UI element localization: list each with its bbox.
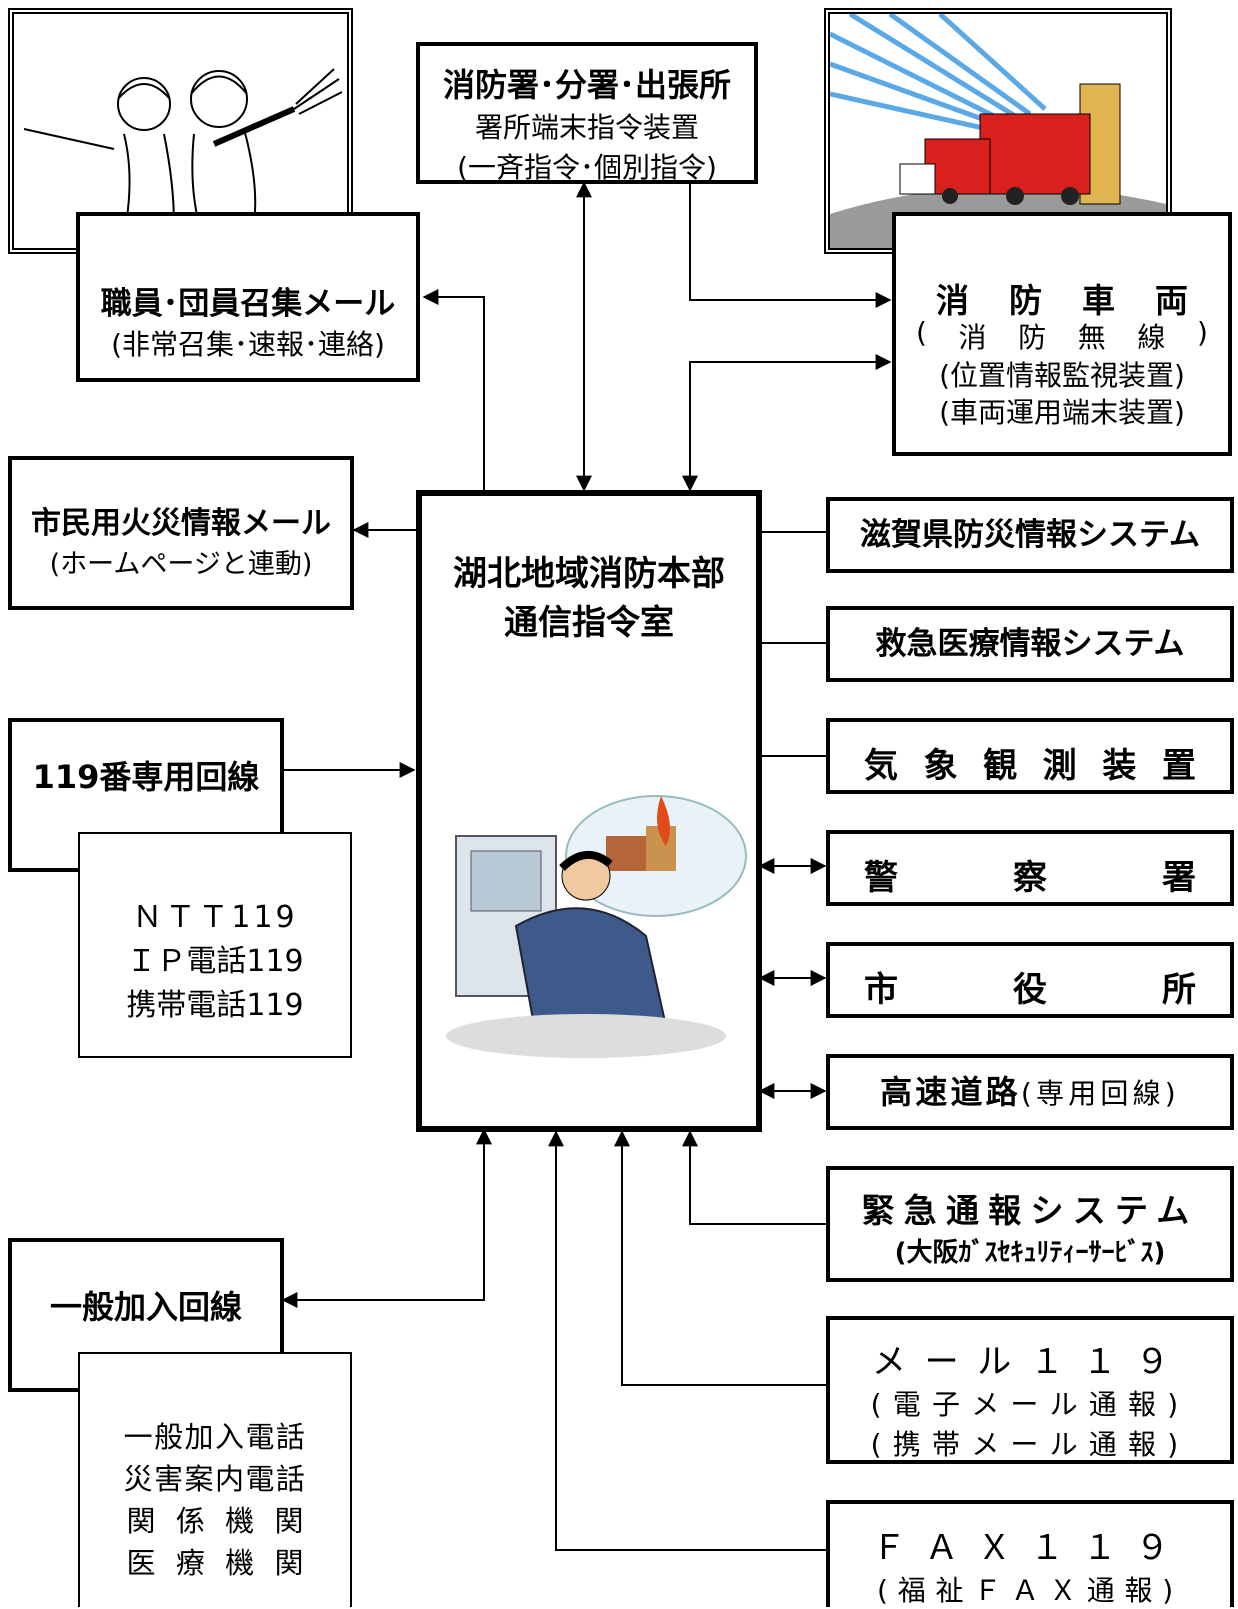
mail119-box: メール１１９ (電子メール通報) (携帯メール通報) <box>826 1316 1234 1464</box>
fax119-box: ＦＡＸ１１９ (福祉ＦＡＸ通報) <box>826 1500 1234 1607</box>
station-title: 消防署･分署･出張所 <box>442 66 731 104</box>
mail119-title: メール１１９ <box>871 1342 1189 1382</box>
staff-mail-sub: (非常召集･速報･連絡) <box>111 328 385 361</box>
center-line1: 湖北地域消防本部 <box>453 554 725 594</box>
urgent-sub: (大阪ｶﾞｽｾｷｭﾘﾃｨｰｻｰﾋﾞｽ) <box>894 1238 1166 1268</box>
police-box: 警 察 署 <box>826 830 1234 906</box>
fire-vehicles-box: 消 防 車 両 ( 消 防 無 線 ) (位置情報監視装置) (車両運用端末装置… <box>892 212 1232 456</box>
staff-mail-box: 職員･団員召集メール (非常召集･速報･連絡) <box>76 212 420 382</box>
general-detail-box: 一般加入電話 災害案内電話 関係機関 医療機関 <box>78 1352 352 1607</box>
station-line3: (一斉指令･個別指令) <box>457 151 717 184</box>
mail119-sub1: (電子メール通報) <box>870 1388 1190 1421</box>
line119-item-mobile: 携帯電話119 <box>126 988 304 1023</box>
line119-item-ntt: ＮＴＴ119 <box>132 900 298 935</box>
general-item-medical: 医療機関 <box>126 1546 324 1580</box>
vehicles-line3: (位置情報監視装置) <box>939 359 1185 392</box>
command-center-box: 湖北地域消防本部 通信指令室 <box>416 490 762 1132</box>
fax119-sub: (福祉ＦＡＸ通報) <box>876 1574 1184 1607</box>
citizen-mail-box: 市民用火災情報メール (ホームページと連動) <box>8 456 354 610</box>
shiga-disaster-info-box: 滋賀県防災情報システム <box>826 497 1234 573</box>
emergency-medical-box: 救急医療情報システム <box>826 606 1234 682</box>
station-line2: 署所端末指令装置 <box>474 111 699 144</box>
general-item-phone: 一般加入電話 <box>123 1420 307 1454</box>
city-hall-box: 市 役 所 <box>826 942 1234 1018</box>
urgent-title: 緊急通報システム <box>861 1191 1199 1230</box>
arrow-center-general <box>281 1128 492 1308</box>
arrow-mail119-center <box>614 1130 826 1386</box>
general-item-related: 関係機関 <box>126 1504 324 1538</box>
mail119-sub2: (携帯メール通報) <box>870 1428 1190 1461</box>
weather-observation-box: 気 象 観 測 装 置 <box>826 718 1234 794</box>
general-title: 一般加入回線 <box>49 1288 242 1326</box>
fire-station-box: 消防署･分署･出張所 署所端末指令装置 (一斉指令･個別指令) <box>416 42 758 184</box>
citizen-mail-sub: (ホームページと連動) <box>49 549 313 580</box>
line119-detail-box: ＮＴＴ119 ＩＰ電話119 携帯電話119 <box>78 832 352 1058</box>
highway-box: 高速道路(専用回線) <box>826 1054 1234 1130</box>
general-item-disaster: 災害案内電話 <box>123 1462 307 1496</box>
vehicles-line2: ( 消 防 無 線 ) <box>916 316 1208 354</box>
arrow-urgent-center <box>682 1130 826 1225</box>
fax119-title: ＦＡＸ１１９ <box>871 1528 1189 1568</box>
arrow-station-vehicles <box>689 183 892 308</box>
arrow-fax119-center <box>548 1130 826 1551</box>
arrow-center-vehicles <box>682 354 892 492</box>
citizen-mail-title: 市民用火災情報メール <box>31 506 331 541</box>
highway-sub: (専用回線) <box>1020 1077 1180 1110</box>
line119-title: 119番専用回線 <box>32 758 260 796</box>
vehicles-line4: (車両運用端末装置) <box>939 396 1185 429</box>
highway-title: 高速道路 <box>880 1073 1021 1111</box>
dispatcher-illustration <box>446 795 747 1058</box>
line119-item-ip: ＩＰ電話119 <box>126 944 304 979</box>
vehicles-title: 消 防 車 両 <box>936 281 1188 320</box>
urgent-report-box: 緊急通報システム (大阪ｶﾞｽｾｷｭﾘﾃｨｰｻｰﾋﾞｽ) <box>826 1166 1234 1282</box>
center-line2: 通信指令室 <box>504 603 674 643</box>
arrow-center-staffmail <box>422 289 485 490</box>
staff-mail-title: 職員･団員召集メール <box>100 286 396 322</box>
